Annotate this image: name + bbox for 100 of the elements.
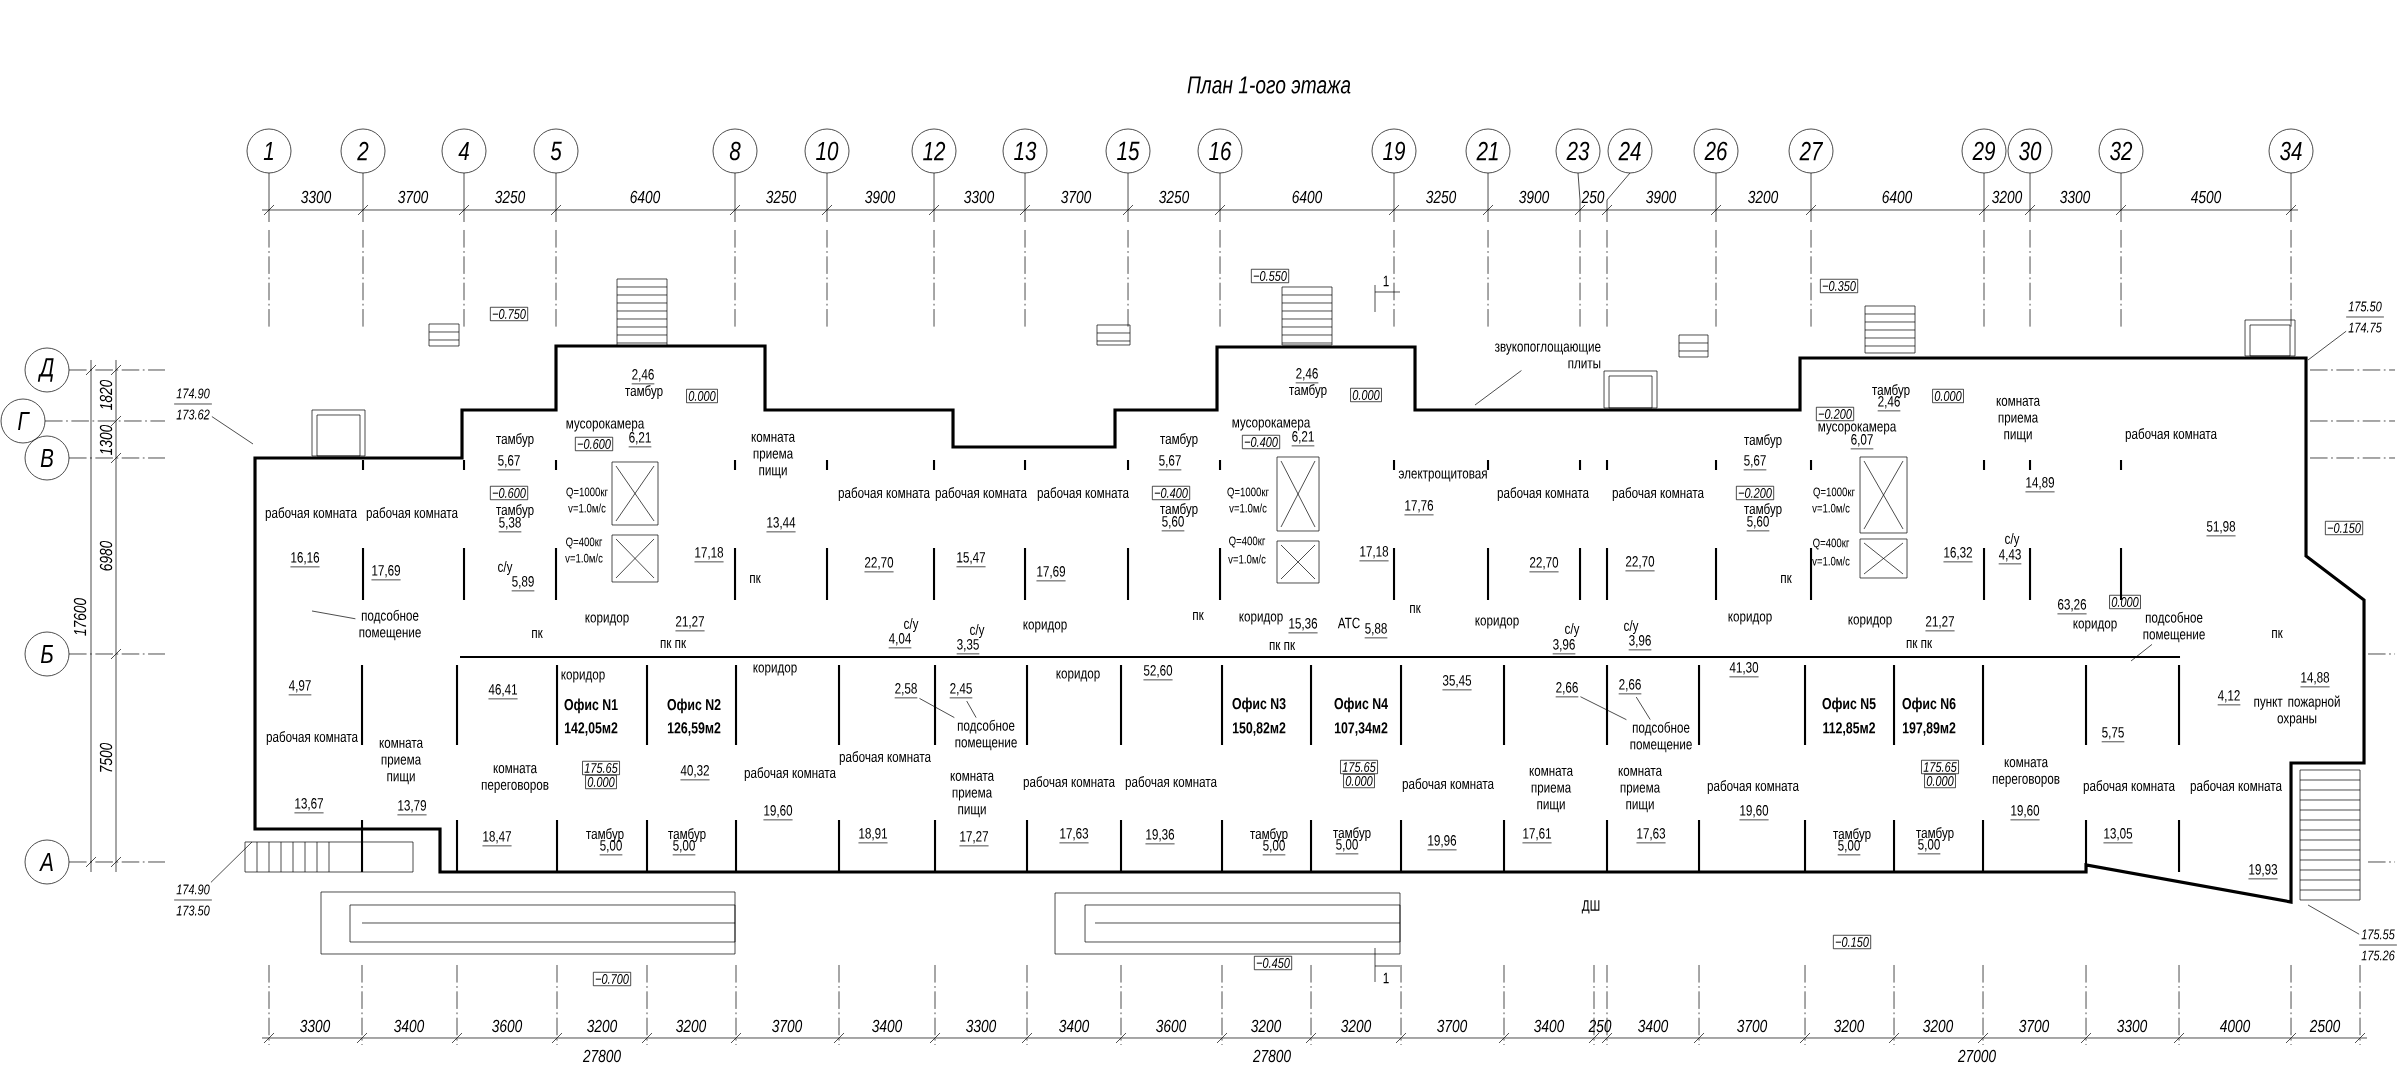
elevation-mark: −0.550 <box>1251 268 1290 284</box>
elevator-spec: Q=400кг <box>1229 536 1266 548</box>
room-name: комната переговоров <box>481 765 549 793</box>
axis-bubble: Г <box>0 398 46 444</box>
room-area: 40,32 <box>680 765 710 781</box>
room-area: 5,00 <box>672 840 696 856</box>
office-label: 126,59м2 <box>667 722 721 736</box>
room-area: 19,60 <box>1739 805 1769 821</box>
dimension-value: 6400 <box>1292 190 1323 204</box>
room-area: 19,60 <box>763 805 793 821</box>
room-area: 17,76 <box>1404 500 1434 516</box>
room-area: 21,27 <box>1925 616 1955 632</box>
room-name: коридор <box>1056 670 1100 682</box>
room-name: с/у <box>1565 623 1580 637</box>
elevator-spec: v=1.0м/с <box>1229 503 1267 513</box>
room-name: коридор <box>753 664 797 676</box>
room-name: комната приема пищи <box>950 772 995 818</box>
dimension-value: 250 <box>1588 1019 1612 1033</box>
room-name: рабочая комната <box>2125 427 2217 442</box>
axis-bubble: 16 <box>1197 128 1243 174</box>
room-area: 16,16 <box>290 552 320 568</box>
axis-bubble: В <box>24 435 70 481</box>
office-label: Офис N5 <box>1822 697 1876 713</box>
elevator-spec: v=1.0м/с <box>1812 556 1850 566</box>
room-area: 19,93 <box>2248 864 2278 880</box>
dimension-value: 7500 <box>99 742 113 772</box>
room-area: 22,70 <box>1625 556 1655 572</box>
office-label: 197,89м2 <box>1902 722 1956 736</box>
leader-line <box>2130 644 2153 662</box>
room-name: звукопоглощающие плиты <box>1494 343 1601 369</box>
room-name: пункт пожарной охраны <box>2254 695 2340 727</box>
elevator-spec: Q=400кг <box>1813 538 1850 550</box>
axis-bubble: 34 <box>2268 128 2314 174</box>
room-name: подсобное помещение <box>359 609 421 641</box>
dimension-value: 3200 <box>1341 1019 1372 1033</box>
room-area: 14,89 <box>2025 477 2055 493</box>
dimension-value: 3400 <box>1059 1019 1090 1033</box>
axis-bubble: 4 <box>441 128 487 174</box>
room-area: 17,69 <box>371 565 401 581</box>
room-name: рабочая комната <box>838 486 930 501</box>
elevation-mark: −0.400 <box>1152 485 1191 501</box>
dimension-value: 3300 <box>300 1019 331 1033</box>
dimension-value: 3200 <box>1992 190 2023 204</box>
room-area: 14,88 <box>2300 672 2330 688</box>
room-name: рабочая комната <box>265 506 357 521</box>
dimension-value: 3250 <box>766 190 797 204</box>
elevation-mark: 174.90 173.50 <box>173 884 213 916</box>
axis-bubble: 30 <box>2007 128 2053 174</box>
room-name: тамбур <box>1289 383 1327 398</box>
axis-bubble: 13 <box>1002 128 1048 174</box>
room-area: 21,27 <box>675 616 705 632</box>
room-name: коридор <box>1023 621 1067 633</box>
elevation-mark: −0.750 <box>490 306 529 322</box>
room-area: 4,04 <box>888 633 912 649</box>
office-label: Офис N1 <box>564 698 618 714</box>
room-name: коридор <box>1728 613 1772 625</box>
elevation-mark: 0.000 <box>1932 388 1964 404</box>
room-area: 13,44 <box>766 517 796 533</box>
room-name: рабочая комната <box>935 486 1027 501</box>
elevation-mark: −0.600 <box>575 436 614 452</box>
dimension-value: 3700 <box>772 1019 803 1033</box>
leader-line <box>1474 370 1522 406</box>
room-area: 19,36 <box>1145 829 1175 845</box>
elevator-spec: v=1.0м/с <box>565 553 603 563</box>
room-name: тамбур <box>1160 502 1198 517</box>
room-area: 35,45 <box>1442 675 1472 691</box>
room-area: 46,41 <box>488 684 518 700</box>
dimension-value: 3300 <box>2117 1019 2148 1033</box>
room-name: рабочая комната <box>1707 779 1799 794</box>
room-name: тамбур <box>586 827 624 842</box>
room-area: 2,58 <box>894 683 918 699</box>
leader-line <box>919 698 955 718</box>
axis-bubble: Б <box>24 631 70 677</box>
room-name: рабочая комната <box>2190 779 2282 794</box>
dimension-value: 3900 <box>1519 190 1550 204</box>
elevation-mark: −0.200 <box>1816 406 1855 422</box>
dimension-value: 1300 <box>99 424 113 455</box>
room-area: 15,36 <box>1288 618 1318 634</box>
room-area: 13,79 <box>397 800 427 816</box>
room-area: 5,67 <box>1158 455 1182 471</box>
room-name: тамбур <box>668 827 706 842</box>
room-name: тамбур <box>1744 433 1782 448</box>
room-area: 6,07 <box>1850 434 1874 450</box>
office-label: 150,82м2 <box>1232 722 1286 736</box>
room-name: тамбур <box>1333 826 1371 841</box>
dimension-value: 3300 <box>964 190 995 204</box>
room-area: 6,21 <box>628 432 652 448</box>
room-area: 17,18 <box>1359 546 1389 562</box>
dimension-value: 3400 <box>1534 1019 1565 1033</box>
room-area: 2,46 <box>1295 368 1319 384</box>
room-name: рабочая комната <box>2083 779 2175 794</box>
room-area: 15,47 <box>956 552 986 568</box>
room-area: 5,00 <box>1262 840 1286 856</box>
room-name: коридор <box>561 671 605 683</box>
elevation-mark: 174.90 173.62 <box>173 388 213 420</box>
dimension-value: 3200 <box>676 1019 707 1033</box>
room-area: 5,00 <box>1837 840 1861 856</box>
room-name: рабочая комната <box>1612 486 1704 501</box>
room-name: коридор <box>1239 613 1283 625</box>
axis-bubble: 24 <box>1607 128 1653 174</box>
